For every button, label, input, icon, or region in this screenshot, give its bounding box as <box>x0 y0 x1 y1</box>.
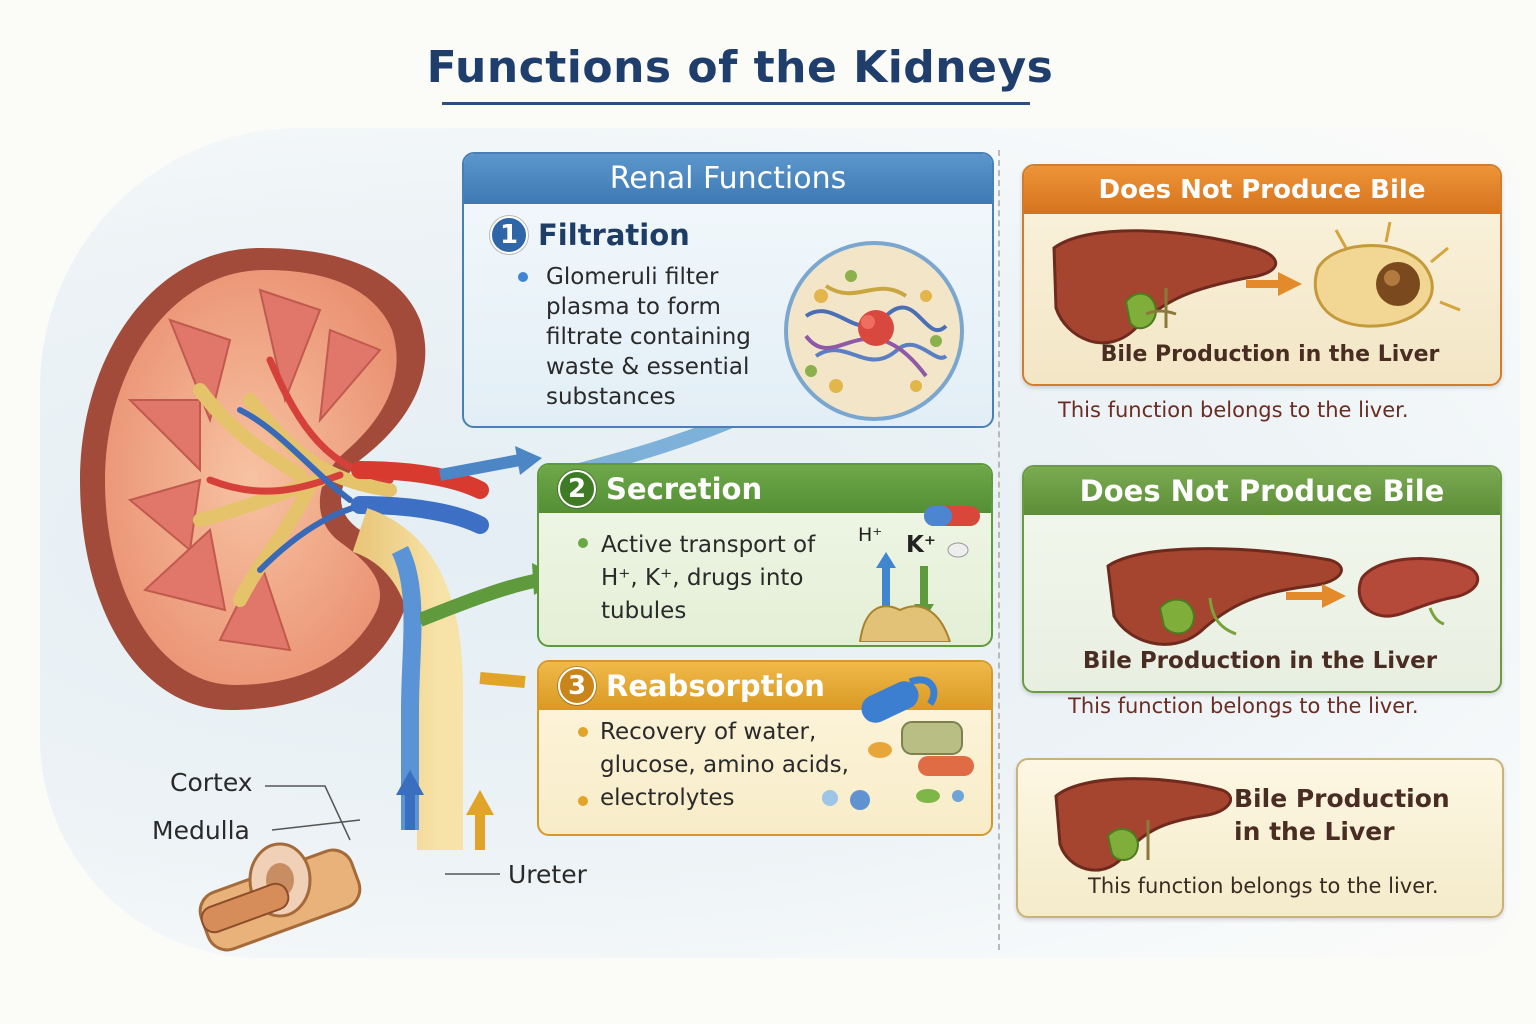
ion-h-label: H⁺ <box>858 524 883 546</box>
filtration-number: 1 <box>490 216 528 254</box>
filtration-line: filtrate containing <box>546 324 751 350</box>
dashed-divider <box>998 150 1000 950</box>
reabsorption-line: electrolytes <box>600 785 735 811</box>
blue-duct <box>391 545 422 830</box>
transport-illustration <box>858 506 980 642</box>
filtration-line: plasma to form <box>546 294 721 320</box>
secretion-title: Secretion <box>606 472 763 506</box>
ureter-label: Ureter <box>508 860 587 889</box>
secretion-panel <box>537 463 993 647</box>
secretion-line: H⁺, K⁺, drugs into <box>601 565 804 591</box>
reabsorption-heading: 3 Reabsorption <box>558 667 825 705</box>
reabsorption-line: Recovery of water, <box>600 719 817 745</box>
secretion-line: tubules <box>601 598 687 624</box>
kidney-illustration <box>80 248 500 952</box>
liver-card-2-caption: Bile Production in the Liver <box>1082 648 1438 674</box>
reabsorption-title: Reabsorption <box>606 669 825 703</box>
secretion-number: 2 <box>558 470 596 508</box>
medulla-label: Medulla <box>152 816 250 845</box>
liver-card-3-caption-line: Bile Production <box>1234 784 1450 813</box>
renal-artery <box>351 461 489 499</box>
filtration-line: waste & essential <box>546 354 750 380</box>
medullary-pyramids <box>127 288 382 652</box>
liver-card-3-caption-line: in the Liver <box>1234 817 1395 846</box>
filtration-bullet <box>518 272 528 282</box>
cortex-label: Cortex <box>170 768 253 797</box>
secretion-heading: 2 Secretion <box>558 470 762 508</box>
liver-card-1-note: This function belongs to the liver. <box>1058 398 1409 422</box>
filtration-line: substances <box>546 384 676 410</box>
ion-k-label: K⁺ <box>906 532 936 558</box>
renal-vessels <box>193 356 397 607</box>
secretion-header-bar <box>539 465 991 513</box>
reabsorption-number: 3 <box>558 667 596 705</box>
reabsorption-line: glucose, amino acids, <box>600 752 849 778</box>
reabsorption-text: Recovery of water, glucose, amino acids,… <box>600 716 849 815</box>
renal-vein <box>351 496 489 534</box>
liver-card-2-header: Does Not Produce Bile <box>1024 467 1500 515</box>
reabsorption-bullet <box>578 796 588 806</box>
filtration-line: Glomeruli filter <box>546 264 719 290</box>
liver-card-1-illustration <box>1052 221 1461 345</box>
secretion-bullet <box>578 538 588 548</box>
glomerulus-illustration <box>784 241 964 421</box>
secretion-line: Active transport of <box>601 532 816 558</box>
page-title: Functions of the Kidneys <box>426 42 1054 93</box>
liver-card-3-illustration <box>1054 777 1232 872</box>
filtration-title: Filtration <box>538 218 690 252</box>
liver-card-2-illustration <box>1106 547 1480 646</box>
title-underline <box>442 102 1030 105</box>
liver-card-3-caption: Bile Production in the Liver <box>1234 782 1450 848</box>
renal-functions-header: Renal Functions <box>464 154 992 204</box>
ureter <box>351 508 463 850</box>
filtration-text: Glomeruli filter plasma to form filtrate… <box>546 262 751 412</box>
liver-card-1-header: Does Not Produce Bile <box>1024 166 1500 214</box>
secretion-text: Active transport of H⁺, K⁺, drugs into t… <box>601 529 815 628</box>
liver-card-2-note: This function belongs to the liver. <box>1068 694 1419 718</box>
reabsorption-bullet <box>578 727 588 737</box>
filtration-heading: 1 Filtration <box>490 216 690 254</box>
molecules-illustration <box>822 676 974 810</box>
liver-card-1-caption: Bile Production in the Liver <box>1100 342 1440 367</box>
tubule-cross-section <box>198 842 362 952</box>
liver-card-3-note: This function belongs to the liver. <box>1088 874 1439 898</box>
